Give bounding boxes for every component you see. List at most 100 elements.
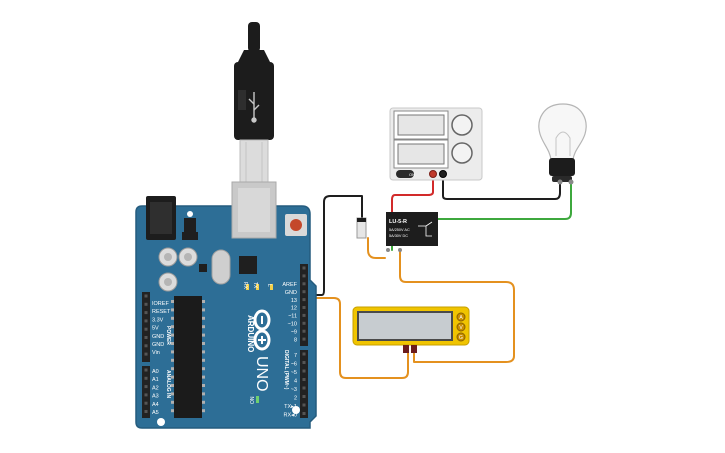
positive-terminal[interactable] (429, 170, 437, 178)
wire-orange-pin13-lcd[interactable] (304, 297, 409, 379)
power-pin-label-2: 3.3V (152, 317, 164, 323)
negative-terminal[interactable] (439, 170, 447, 178)
digital-pin-label-4: ~3 (291, 387, 297, 393)
digital-pin-label-6: ~9 (291, 329, 297, 335)
light-bulb[interactable] (538, 103, 587, 185)
header-pin-hole[interactable] (144, 294, 148, 298)
header-pin-hole[interactable] (144, 311, 148, 315)
header-pin-hole[interactable] (302, 378, 306, 381)
lcd-pin[interactable] (456, 322, 466, 332)
digital-pin-label-1: ~6 (291, 362, 297, 368)
digital-pin-label-2: 13 (291, 298, 297, 304)
chip-pin (171, 316, 174, 320)
header-pin-hole[interactable] (144, 302, 148, 306)
brand-label: ARDUINO (246, 315, 255, 352)
wire-green-relay-bulb[interactable] (391, 182, 572, 251)
header-pin-hole[interactable] (302, 369, 306, 373)
power-title: POWER (165, 326, 171, 345)
chip-pin (171, 300, 174, 303)
header-pin-hole[interactable] (144, 352, 148, 356)
header-pin-hole[interactable] (144, 327, 148, 331)
chip-pin (202, 325, 205, 329)
model-label: UNO (253, 356, 270, 392)
header-pin-hole[interactable] (302, 306, 306, 309)
header-pin-hole[interactable] (302, 403, 306, 407)
digital-pin-label-7: 8 (294, 337, 297, 343)
wire-black-gnd-relay[interactable] (304, 195, 363, 296)
chip-pin (171, 342, 174, 345)
header-pin-hole[interactable] (302, 282, 306, 286)
header-pin-hole[interactable] (302, 321, 306, 325)
digital-pin-label-1: GND (285, 290, 297, 296)
analog-pin-label-0: A0 (152, 369, 159, 375)
led-l (270, 284, 273, 290)
power-pin-label-4: GND (152, 334, 164, 340)
digital-header-top[interactable] (300, 264, 308, 346)
wire-orange-relay-pin13[interactable] (367, 237, 386, 259)
voltage-knob[interactable] (451, 114, 473, 136)
header-pin-hole[interactable] (144, 410, 148, 413)
wires (304, 175, 572, 379)
mounting-hole (292, 406, 300, 414)
header-pin-hole[interactable] (302, 290, 306, 294)
header-pin-hole[interactable] (144, 376, 148, 380)
chip-pin (171, 308, 174, 312)
digital-title: DIGITAL (PWM~) (283, 350, 289, 390)
chip-pin (171, 325, 174, 329)
relay-module[interactable]: LU-5-R 5A/250V AC 5A/30V DC (356, 212, 438, 252)
chip-pin (202, 367, 205, 371)
chip-pin (171, 367, 174, 371)
header-pin-hole[interactable] (144, 385, 148, 389)
on-label: ON (250, 396, 256, 404)
lcd-pin-label: V (459, 325, 463, 331)
header-pin-hole[interactable] (144, 344, 148, 348)
current-knob[interactable] (451, 142, 473, 164)
header-pin-hole[interactable] (302, 352, 306, 356)
l-label: L (266, 284, 272, 287)
digital-header-bottom[interactable] (300, 350, 308, 418)
header-pin-hole[interactable] (144, 401, 148, 405)
header-pin-hole[interactable] (302, 395, 306, 398)
chip-pin (171, 350, 174, 354)
power-pin-label-0: IOREF (152, 301, 169, 307)
header-pin-hole[interactable] (302, 313, 306, 317)
power-pin-label-3: 5V (152, 326, 159, 332)
lcd-pin[interactable] (456, 312, 466, 322)
header-pin-hole[interactable] (302, 266, 306, 270)
digital-pin-label-0: 7 (294, 353, 297, 359)
header-pin-hole[interactable] (302, 386, 306, 390)
lcd-pin-label: G (459, 335, 463, 341)
power-switch[interactable] (396, 170, 414, 178)
header-pin-hole[interactable] (144, 393, 148, 397)
analog-header[interactable] (142, 366, 150, 418)
header-pin-hole[interactable] (302, 361, 306, 364)
power-header[interactable] (142, 292, 150, 362)
header-pin-hole[interactable] (302, 337, 306, 341)
power-pin-label-5: GND (152, 342, 164, 348)
header-pin-hole[interactable] (144, 336, 148, 339)
chip-pin (171, 384, 174, 387)
digital-pin-label-5: 2 (294, 396, 297, 402)
header-pin-hole[interactable] (302, 274, 306, 278)
header-pin-hole[interactable] (144, 368, 148, 372)
power-pin-label-6: Vin (152, 350, 160, 356)
analog-title: ANALOG IN (165, 370, 171, 398)
header-pin-hole[interactable] (302, 412, 306, 415)
wire-orange-relay-lcd[interactable] (399, 249, 515, 363)
analog-pin-label-4: A4 (152, 402, 159, 408)
wire-black-psu-bulb[interactable] (442, 175, 561, 200)
header-pin-hole[interactable] (302, 298, 306, 302)
header-pin-hole[interactable] (144, 319, 148, 323)
usb-cable[interactable] (234, 22, 274, 185)
chip-pin (171, 392, 174, 396)
lcd-pin[interactable] (456, 332, 466, 342)
relay-rating-ac: 5A/250V AC (389, 228, 410, 232)
header-pin-hole[interactable] (302, 329, 306, 333)
crystal-oscillator (211, 249, 231, 285)
power-supply[interactable]: ON (389, 107, 483, 181)
wire-red-psu-relay[interactable] (391, 175, 434, 216)
lcd-multimeter[interactable]: AVG (352, 306, 470, 353)
